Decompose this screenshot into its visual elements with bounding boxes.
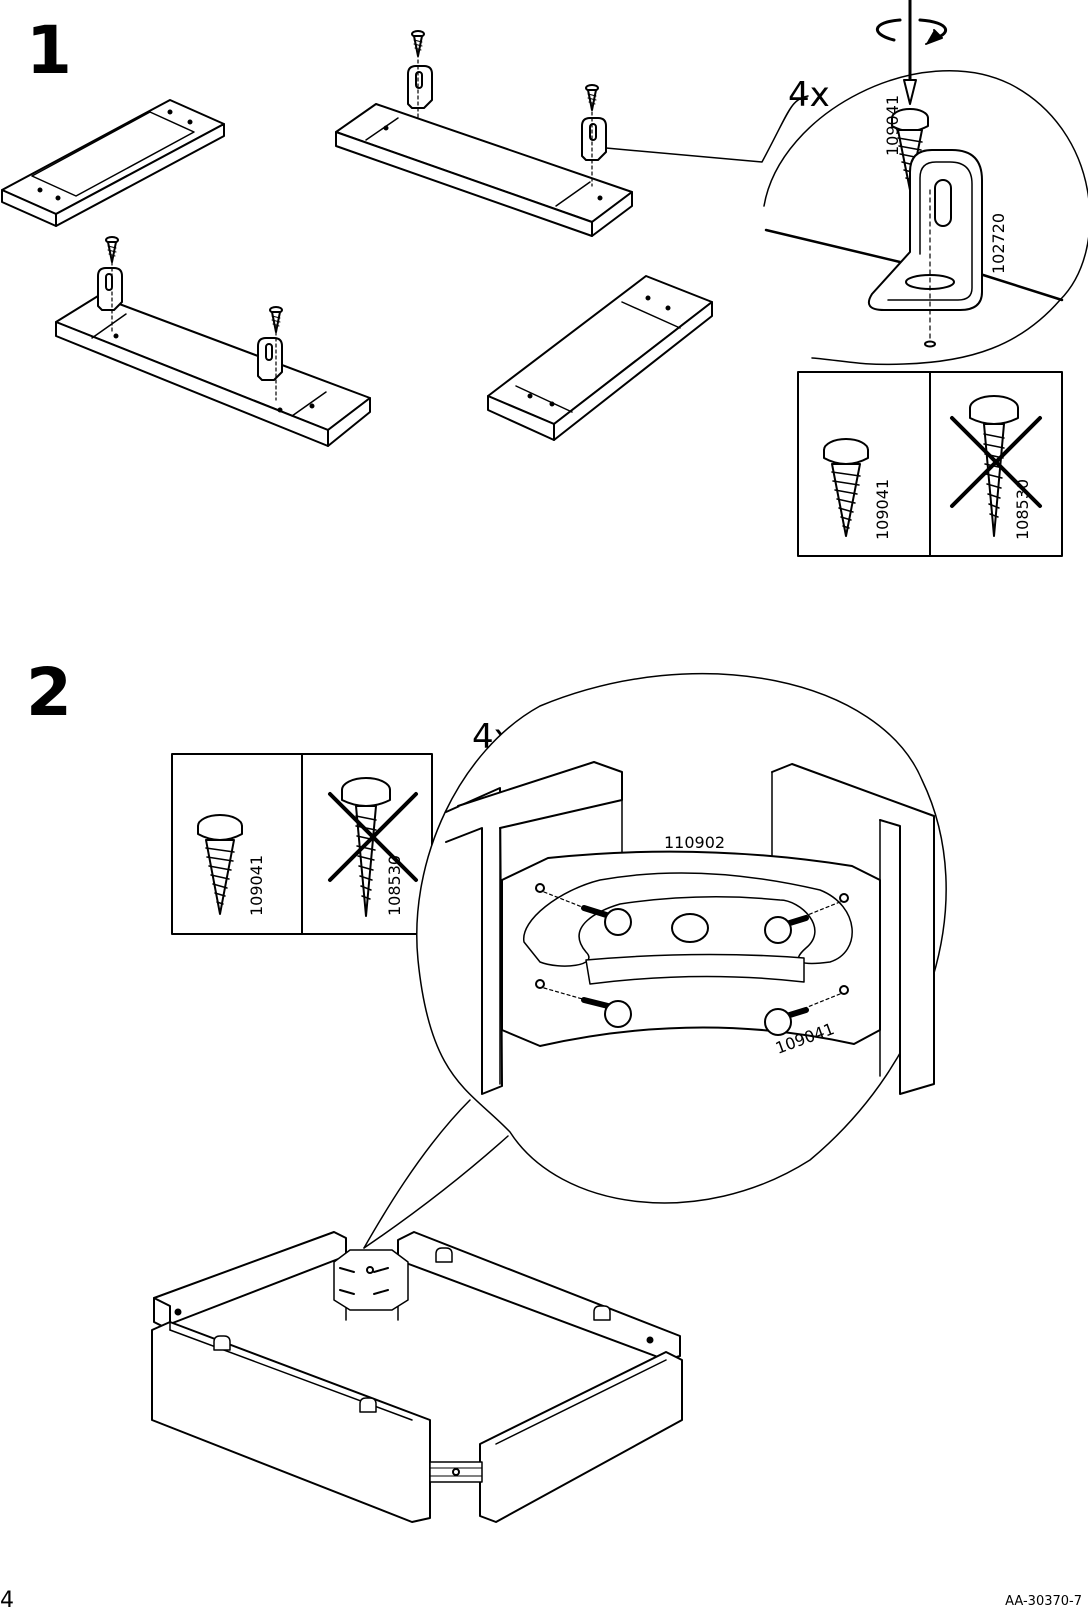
screw-icon — [543, 891, 632, 936]
screw-109041-icon — [891, 108, 929, 191]
correct-screw-code-label-2: 109041 — [247, 855, 266, 916]
step-1-number: 1 — [26, 12, 72, 89]
panel-right-detail — [771, 763, 935, 1095]
screw-icon — [269, 306, 283, 333]
page-number: 4 — [0, 1588, 14, 1613]
wrong-screw-code-label: 108530 — [1013, 479, 1032, 540]
wrong-screw-code-label-2: 108530 — [385, 855, 404, 916]
document-code: AA-30370-7 — [1005, 1594, 1082, 1609]
side-panel-plain-bottom-right — [487, 275, 713, 441]
screwdriver-icon — [875, 0, 948, 105]
side-panel-with-brackets-top — [335, 35, 633, 237]
correct-screw-code-label: 109041 — [873, 479, 892, 540]
screw-icon — [105, 236, 119, 263]
screw-icon — [543, 987, 632, 1028]
screw-code-label: 109041 — [883, 95, 902, 156]
detail-circle-step-1 — [763, 70, 1088, 366]
step-1-quantity: 4x — [788, 75, 830, 115]
screw-icon — [585, 84, 599, 111]
screw-icon — [764, 901, 841, 944]
side-panel-with-brackets-bottom — [55, 243, 371, 447]
step-2-number: 2 — [26, 654, 72, 731]
bracket-code-label: 102720 — [989, 213, 1008, 274]
connector-110902 — [501, 850, 881, 1047]
side-panel-plain-top-left — [1, 99, 225, 227]
screw-icon — [764, 993, 841, 1036]
screw-comparison-box-step-2 — [171, 753, 433, 935]
screw-icon — [411, 30, 425, 57]
assembled-drawer-frame — [151, 1231, 683, 1523]
screw-comparison-box-step-1 — [797, 371, 1063, 557]
connector-code-label: 110902 — [664, 833, 725, 852]
l-bracket-102720 — [868, 149, 983, 348]
panel-left-detail — [445, 761, 623, 1095]
